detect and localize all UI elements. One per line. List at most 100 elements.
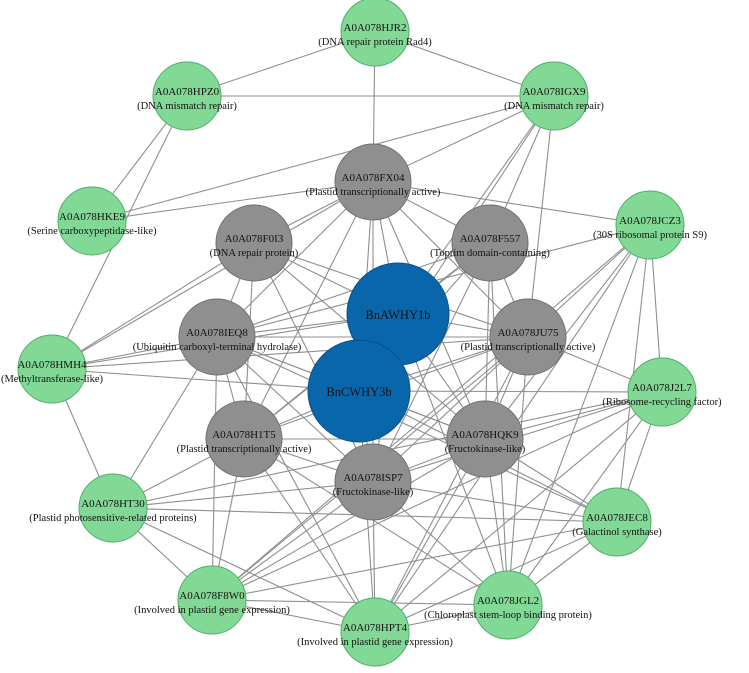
node-desc-HT30: (Plastid photosensitive-related proteins… [29, 513, 197, 524]
node-HKE9[interactable]: A0A078HKE9 (Serine carboxypeptidase-like) [27, 186, 157, 256]
node-desc-HQK9: (Fructokinase-like) [445, 444, 526, 455]
node-desc-IEQ8: (Ubiquitin carboxyl-terminal hydrolase) [133, 342, 302, 353]
node-HQK9[interactable]: A0A078HQK9(Fructokinase-like) [445, 400, 526, 478]
node-desc-JU75: (Plastid transcriptionally active) [461, 342, 596, 353]
node-circle-HJR2 [340, 0, 410, 67]
node-JGL2[interactable]: A0A078JGL2 (Chloroplast stem-loop binding… [424, 570, 592, 640]
node-label-CWHY3b: BnCWHY3b [326, 385, 391, 399]
edge-JCZ3-HQK9 [484, 224, 651, 440]
node-desc-HPT4: (Involved in plastid gene expression) [297, 637, 453, 648]
edge-JCZ3-F8W0 [211, 224, 651, 601]
node-IGX9[interactable]: A0A078IGX9 (DNA mismatch repair) [504, 61, 604, 131]
node-id-IEQ8: A0A078IEQ8 [186, 327, 248, 339]
node-F8W0[interactable]: A0A078F8W0 (Involved in plastid gene expr… [134, 565, 290, 635]
node-CWHY3b[interactable]: BnCWHY3b [307, 339, 411, 443]
node-desc-F557: (Toprim domain-containing) [430, 248, 550, 259]
node-circle-CWHY3b [307, 339, 411, 443]
edge-H1T5-HPT4 [243, 438, 376, 633]
node-circle-HQK9 [446, 400, 524, 478]
node-desc-FX04: (Plastid transcriptionally active) [306, 187, 441, 198]
node-circle-HMH4 [17, 334, 87, 404]
edge-FX04-HMH4 [51, 181, 374, 370]
node-H1T5[interactable]: A0A078H1T5 (Plastid transcriptionally act… [177, 400, 312, 478]
node-HJR2[interactable]: A0A078HJR2(DNA repair protein Rad4) [318, 0, 432, 67]
node-desc-HMH4: (Methyltransferase-like) [1, 374, 104, 385]
node-id-IGX9: A0A078IGX9 [523, 86, 586, 98]
node-circle-HPZ0 [152, 61, 222, 131]
node-id-HJR2: A0A078HJR2 [344, 22, 407, 34]
edge-HKE9-FX04 [91, 181, 374, 222]
edge-J2L7-F8W0 [211, 391, 663, 601]
node-JEC8[interactable]: A0A078JEC8(Galactinol synthase) [572, 487, 662, 557]
node-circle-JEC8 [582, 487, 652, 557]
node-circle-HPT4 [340, 597, 410, 667]
node-id-ISP7: A0A078ISP7 [343, 472, 403, 484]
node-layer: A0A078HJR2(DNA repair protein Rad4)A0A07… [1, 0, 722, 667]
edge-HMH4-JU75 [51, 336, 529, 370]
node-circle-H1T5 [205, 400, 283, 478]
node-id-F557: A0A078F557 [460, 233, 521, 245]
node-id-HT30: A0A078HT30 [81, 498, 145, 510]
node-desc-JGL2: (Chloroplast stem-loop binding protein) [424, 610, 592, 621]
edge-JEC8-F8W0 [211, 521, 618, 601]
node-id-HPT4: A0A078HPT4 [343, 622, 408, 634]
edge-ISP7-HT30 [112, 481, 374, 509]
node-id-HKE9: A0A078HKE9 [59, 211, 125, 223]
edge-IEQ8-F8W0 [211, 336, 218, 601]
node-HPT4[interactable]: A0A078HPT4 (Involved in plastid gene expr… [297, 597, 453, 667]
node-AWHY1b[interactable]: BnAWHY1b [346, 262, 450, 366]
node-HPZ0[interactable]: A0A078HPZ0 (DNA mismatch repair) [137, 61, 237, 131]
edge-JU75-JGL2 [507, 336, 529, 606]
node-F557[interactable]: A0A078F557 (Toprim domain-containing) [430, 204, 550, 282]
edge-H1T5-JGL2 [243, 438, 509, 606]
node-desc-JCZ3: (30S ribosomal protein S9) [593, 230, 708, 241]
node-id-HPZ0: A0A078HPZ0 [155, 86, 220, 98]
edge-FX04-H1T5 [243, 181, 374, 440]
node-F0I3[interactable]: A0A078F0I3 (DNA repair protein) [210, 204, 299, 282]
node-FX04[interactable]: A0A078FX04 (Plastid transcriptionally act… [306, 143, 441, 221]
node-id-J2L7: A0A078J2L7 [632, 382, 692, 394]
node-id-H1T5: A0A078H1T5 [212, 429, 276, 441]
node-id-FX04: A0A078FX04 [342, 172, 405, 184]
node-desc-H1T5: (Plastid transcriptionally active) [177, 444, 312, 455]
node-desc-J2L7: (Ribosome-recycling factor) [602, 397, 722, 408]
edge-HT30-HPT4 [112, 507, 376, 633]
edge-IGX9-HKE9 [91, 95, 555, 222]
node-circle-IGX9 [519, 61, 589, 131]
node-desc-HPZ0: (DNA mismatch repair) [137, 101, 237, 112]
node-desc-F8W0: (Involved in plastid gene expression) [134, 605, 290, 616]
node-id-F8W0: A0A078F8W0 [179, 590, 245, 602]
node-HMH4[interactable]: A0A078HMH4 (Methyltransferase-like) [1, 334, 104, 404]
node-label-AWHY1b: BnAWHY1b [366, 308, 431, 322]
node-desc-JEC8: (Galactinol synthase) [572, 527, 662, 538]
node-circle-F557 [451, 204, 529, 282]
node-id-F0I3: A0A078F0I3 [225, 233, 284, 245]
edge-IEQ8-HPT4 [216, 336, 376, 633]
node-circle-FX04 [334, 143, 412, 221]
node-J2L7[interactable]: A0A078J2L7 (Ribosome-recycling factor) [602, 357, 722, 427]
node-desc-F0I3: (DNA repair protein) [210, 248, 299, 259]
node-IEQ8[interactable]: A0A078IEQ8 (Ubiquitin carboxyl-terminal h… [133, 298, 302, 376]
node-id-JGL2: A0A078JGL2 [477, 595, 539, 607]
node-ISP7[interactable]: A0A078ISP7(Fructokinase-like) [333, 443, 414, 521]
node-id-JCZ3: A0A078JCZ3 [619, 215, 681, 227]
edge-HQK9-F8W0 [211, 438, 486, 601]
node-circle-IEQ8 [178, 298, 256, 376]
node-circle-HKE9 [57, 186, 127, 256]
node-circle-JU75 [489, 298, 567, 376]
node-circle-JGL2 [473, 570, 543, 640]
node-JU75[interactable]: A0A078JU75(Plastid transcriptionally act… [461, 298, 596, 376]
node-desc-IGX9: (DNA mismatch repair) [504, 101, 604, 112]
node-JCZ3[interactable]: A0A078JCZ3 (30S ribosomal protein S9) [593, 190, 708, 260]
node-id-HMH4: A0A078HMH4 [17, 359, 87, 371]
node-HT30[interactable]: A0A078HT30 (Plastid photosensitive-relate… [29, 473, 197, 543]
node-desc-HKE9: (Serine carboxypeptidase-like) [27, 226, 157, 237]
edge-FX04-JCZ3 [372, 181, 651, 226]
edge-JU75-HPT4 [374, 336, 529, 633]
edge-JCZ3-JGL2 [507, 224, 651, 606]
node-circle-J2L7 [627, 357, 697, 427]
edge-IGX9-JU75 [527, 95, 555, 338]
edge-F0I3-HMH4 [51, 242, 255, 370]
